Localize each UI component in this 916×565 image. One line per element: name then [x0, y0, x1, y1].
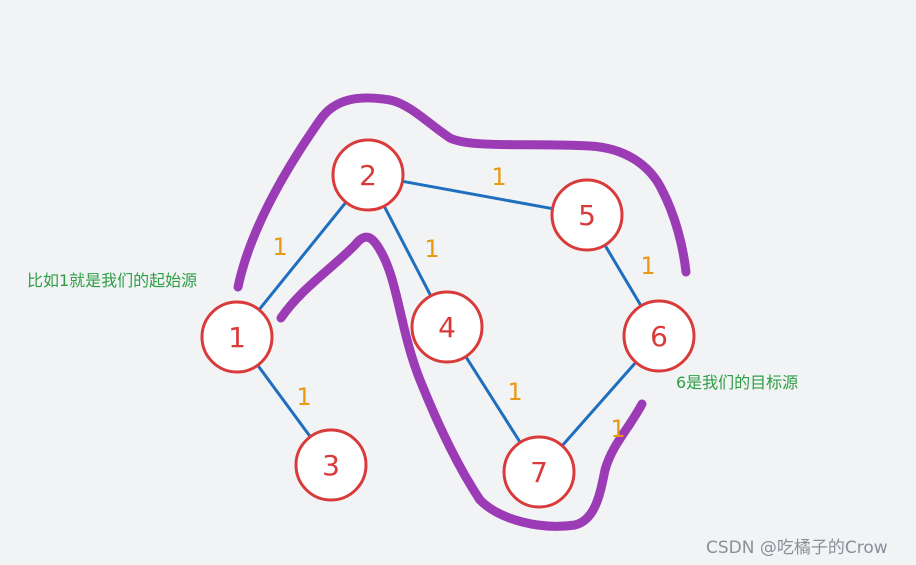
edge-weight-2-4: 1 [424, 235, 439, 263]
node-label-7: 7 [530, 456, 548, 489]
edge-2-4 [382, 204, 433, 298]
edge-5-6 [603, 243, 643, 308]
target-annotation: 6是我们的目标源 [676, 373, 798, 392]
node-label-6: 6 [650, 320, 668, 353]
node-circle-3 [294, 428, 368, 502]
graph-node-5: 5 [550, 178, 624, 252]
node-circle-4 [410, 290, 484, 364]
node-circle-5 [550, 178, 624, 252]
graph-node-6: 6 [622, 299, 696, 373]
highlight-stroke-lower [276, 232, 647, 531]
node-circle-1 [200, 300, 274, 374]
edge-4-7 [464, 355, 522, 444]
highlight-stroke-upper [233, 93, 691, 292]
node-label-3: 3 [322, 449, 340, 482]
graph-node-2: 2 [331, 138, 405, 212]
graph-node-1: 1 [200, 300, 274, 374]
edge-2-5 [400, 179, 555, 211]
edge-7-6 [560, 360, 638, 448]
graph-node-7: 7 [502, 435, 576, 509]
node-circle-7 [502, 435, 576, 509]
edge-1-3 [256, 363, 312, 439]
nodes-layer: 1 2 3 4 5 6 7 [200, 138, 696, 509]
edge-weight-1-2: 1 [272, 233, 287, 261]
edge-1-2 [257, 200, 348, 312]
graph-node-4: 4 [410, 290, 484, 364]
edge-weight-7-6: 1 [610, 415, 625, 443]
edge-weight-2-5: 1 [491, 163, 506, 191]
graph-node-3: 3 [294, 428, 368, 502]
node-circle-6 [622, 299, 696, 373]
node-label-2: 2 [359, 159, 377, 192]
node-label-5: 5 [578, 199, 596, 232]
watermark: CSDN @吃橘子的Crow [706, 538, 888, 558]
edge-weight-1-3: 1 [296, 383, 311, 411]
node-label-1: 1 [228, 321, 246, 354]
weights-layer: 1 1 1 1 1 1 1 [272, 163, 655, 443]
node-label-4: 4 [438, 311, 456, 344]
node-circle-2 [331, 138, 405, 212]
source-annotation: 比如1就是我们的起始源 [27, 271, 197, 290]
edge-weight-5-6: 1 [640, 252, 655, 280]
edges-layer [256, 179, 643, 448]
edge-weight-4-7: 1 [507, 378, 522, 406]
